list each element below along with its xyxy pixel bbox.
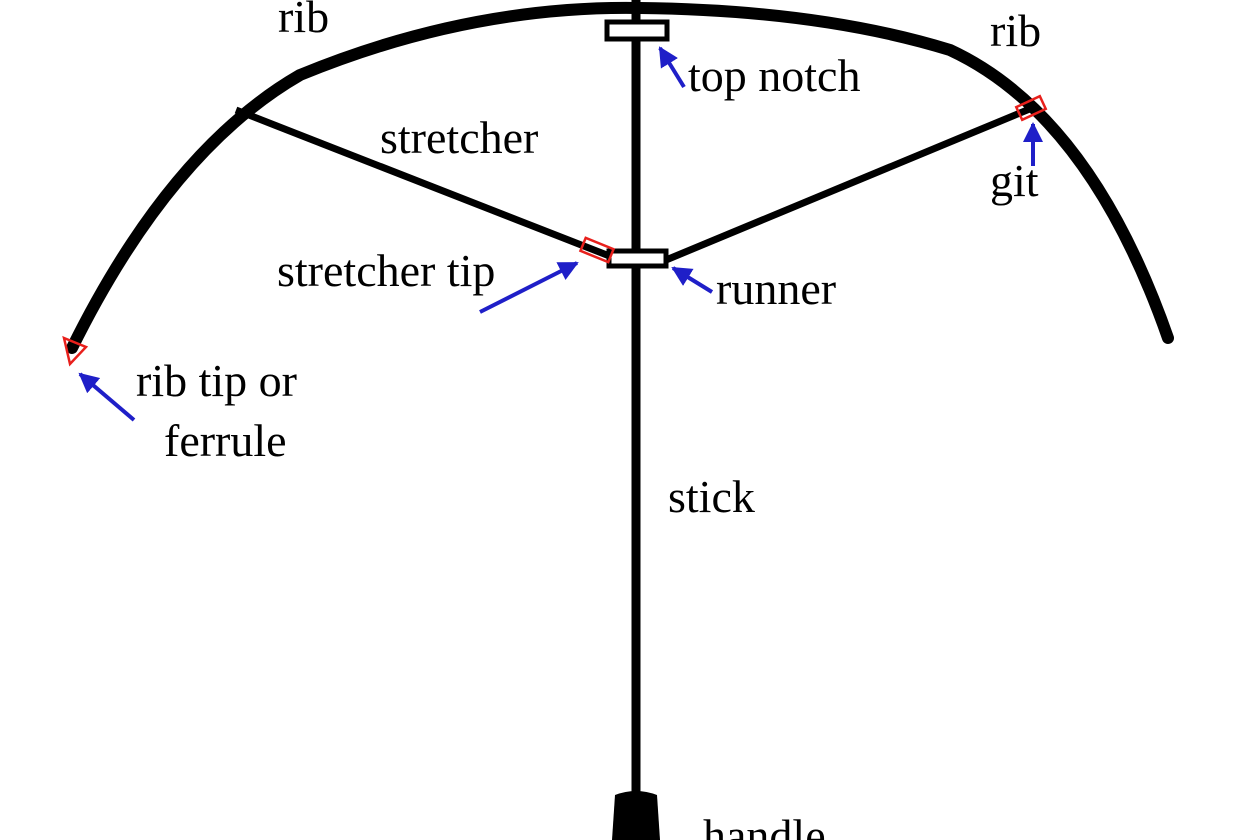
rib-tip-arrow bbox=[78, 372, 136, 422]
label-stretcher-tip: stretcher tip bbox=[277, 245, 495, 296]
stretcher-tip-marker bbox=[578, 236, 616, 264]
top-notch-arrow bbox=[658, 46, 686, 89]
label-rib-right: rib bbox=[990, 5, 1041, 56]
stretcher-tip-arrow bbox=[479, 261, 579, 314]
label-runner: runner bbox=[716, 263, 836, 314]
git-marker bbox=[1014, 94, 1048, 122]
label-handle: handle bbox=[703, 810, 826, 840]
label-top-notch: top notch bbox=[688, 50, 860, 101]
label-stretcher: stretcher bbox=[380, 112, 538, 163]
runner bbox=[606, 248, 669, 269]
stretcher-left bbox=[234, 106, 614, 261]
label-rib-left: rib bbox=[278, 0, 329, 42]
label-git: git bbox=[990, 155, 1039, 206]
runner-arrow bbox=[671, 266, 714, 294]
label-stick: stick bbox=[668, 471, 755, 522]
label-rib-tip-line2: ferrule bbox=[164, 415, 287, 466]
rib-tip-marker bbox=[62, 335, 89, 367]
label-rib-tip-line1: rib tip or bbox=[136, 355, 297, 406]
handle-grip bbox=[612, 791, 660, 840]
top-notch bbox=[604, 19, 670, 42]
stretcher-right bbox=[664, 104, 1034, 264]
